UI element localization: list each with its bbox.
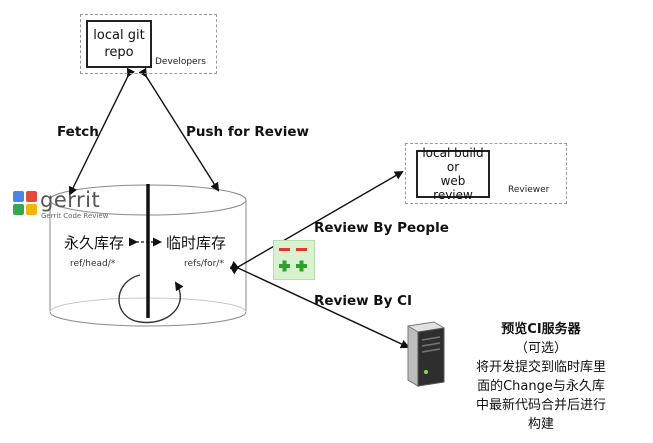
ci-server-desc-line1: 将开发提交到临时库里: [475, 360, 606, 375]
temporary-store-ref: refs/for/*: [184, 259, 224, 269]
fetch-arrow: [69, 67, 136, 196]
permanent-store-label: 永久库存: [64, 234, 125, 252]
review-score-badge: [273, 240, 315, 280]
gerrit-logo-subtitle: Gerrit Code Review: [41, 212, 109, 220]
push-for-review-label: Push for Review: [186, 124, 309, 140]
ci-server-desc-line4: 构建: [527, 417, 554, 432]
ci-server-desc-line2: 面的Change与永久库: [477, 379, 605, 394]
developers-label: Developers: [155, 57, 206, 67]
review-people-arrow: [229, 170, 404, 275]
developer-area: [80, 14, 217, 74]
merge-loop-arrow: [118, 274, 184, 324]
gerrit-logo-text: gerrit: [40, 188, 101, 212]
push-arrow: [138, 67, 220, 192]
ci-server-desc-line3: 中最新代码合并后进行: [475, 398, 606, 413]
fetch-label: Fetch: [57, 124, 99, 140]
reviewer-area: [405, 143, 567, 204]
permanent-store-ref: ref/head/*: [70, 259, 116, 269]
ci-server-optional: （可选）: [514, 341, 567, 356]
ci-server-icon: [407, 321, 445, 387]
review-score-icon: [279, 248, 307, 272]
review-ci-arrow: [229, 260, 410, 349]
review-by-people-label: Review By People: [314, 220, 449, 236]
reviewer-label: Reviewer: [508, 185, 550, 195]
gerrit-logo-icon: [13, 191, 37, 215]
ci-server-title: 预览CI服务器: [501, 322, 581, 337]
temporary-store-label: 临时库存: [166, 234, 227, 252]
review-by-ci-label: Review By CI: [314, 293, 413, 309]
